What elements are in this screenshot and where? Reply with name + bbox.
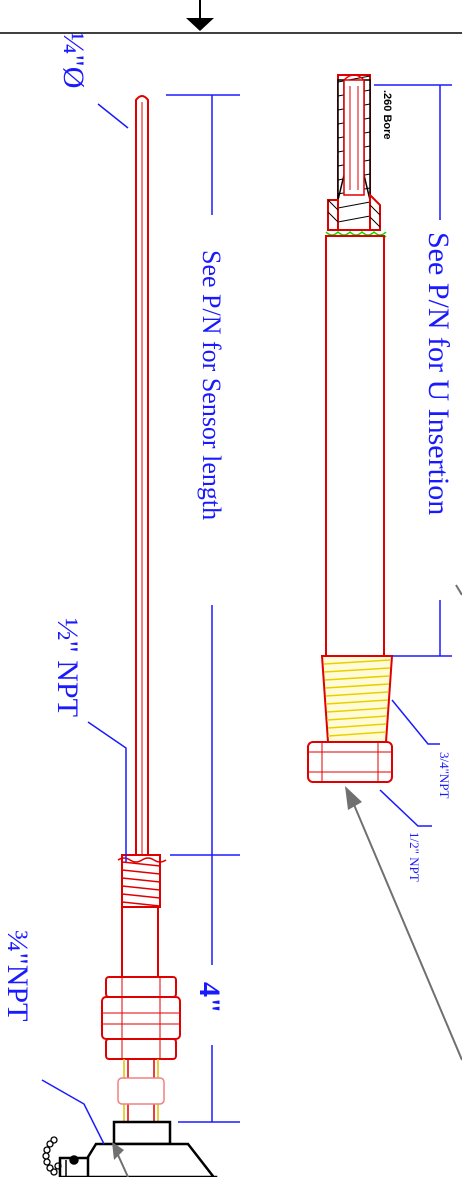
bore-label: .260 Bore bbox=[381, 90, 393, 140]
chain-bead bbox=[46, 1140, 54, 1148]
half-npt-leader bbox=[87, 721, 127, 862]
chain-bead bbox=[50, 1168, 58, 1176]
three-quarter-npt-well-label: 3/4"NPT bbox=[437, 752, 452, 799]
half-npt-well-label: 1/2" NPT bbox=[407, 832, 422, 882]
chain-beads bbox=[42, 1136, 62, 1176]
thermowell-tip bbox=[337, 74, 371, 231]
head-chain bbox=[69, 1155, 79, 1165]
four-inch-label: 4" bbox=[193, 982, 226, 1014]
half-npt-sensor-label: ½" NPT bbox=[51, 618, 84, 717]
chain-bead bbox=[42, 1152, 50, 1160]
u-insertion-label: See P/N for U Insertion bbox=[422, 232, 455, 515]
thermowell-hex bbox=[307, 741, 393, 783]
sensor-diameter-label: ¼"Ø bbox=[57, 32, 90, 88]
thermowell-step bbox=[327, 192, 381, 231]
chain-bead bbox=[43, 1158, 51, 1166]
nipple-extension bbox=[117, 1059, 165, 1122]
chain-bead bbox=[50, 1136, 58, 1144]
sensor-length-label: See P/N for Sensor length bbox=[197, 250, 226, 520]
u-insertion-dimension bbox=[374, 84, 452, 657]
chain-bead bbox=[46, 1164, 54, 1172]
chain-bead bbox=[54, 1162, 62, 1170]
sensor-npt-thread bbox=[117, 854, 167, 908]
sensor-body-tube bbox=[121, 906, 159, 978]
gray-leader-arrow bbox=[345, 584, 462, 1061]
top-reference-line bbox=[0, 0, 462, 34]
thermowell-npt-thread bbox=[320, 655, 394, 743]
well-npt-leaders bbox=[379, 699, 440, 827]
three-quarter-npt-head-label: ¾"NPT bbox=[1, 930, 34, 1021]
hex-nut-fitting bbox=[101, 976, 181, 1060]
sensor-length-dimension bbox=[166, 94, 240, 1123]
three-quarter-npt-head-leader bbox=[41, 1079, 105, 1145]
chain-bead bbox=[43, 1146, 51, 1154]
sensor-probe bbox=[135, 95, 149, 856]
thermowell-shank bbox=[325, 235, 385, 657]
head-leader-arrow bbox=[112, 1142, 129, 1177]
diameter-leader bbox=[97, 103, 129, 129]
connection-head bbox=[58, 1120, 218, 1177]
